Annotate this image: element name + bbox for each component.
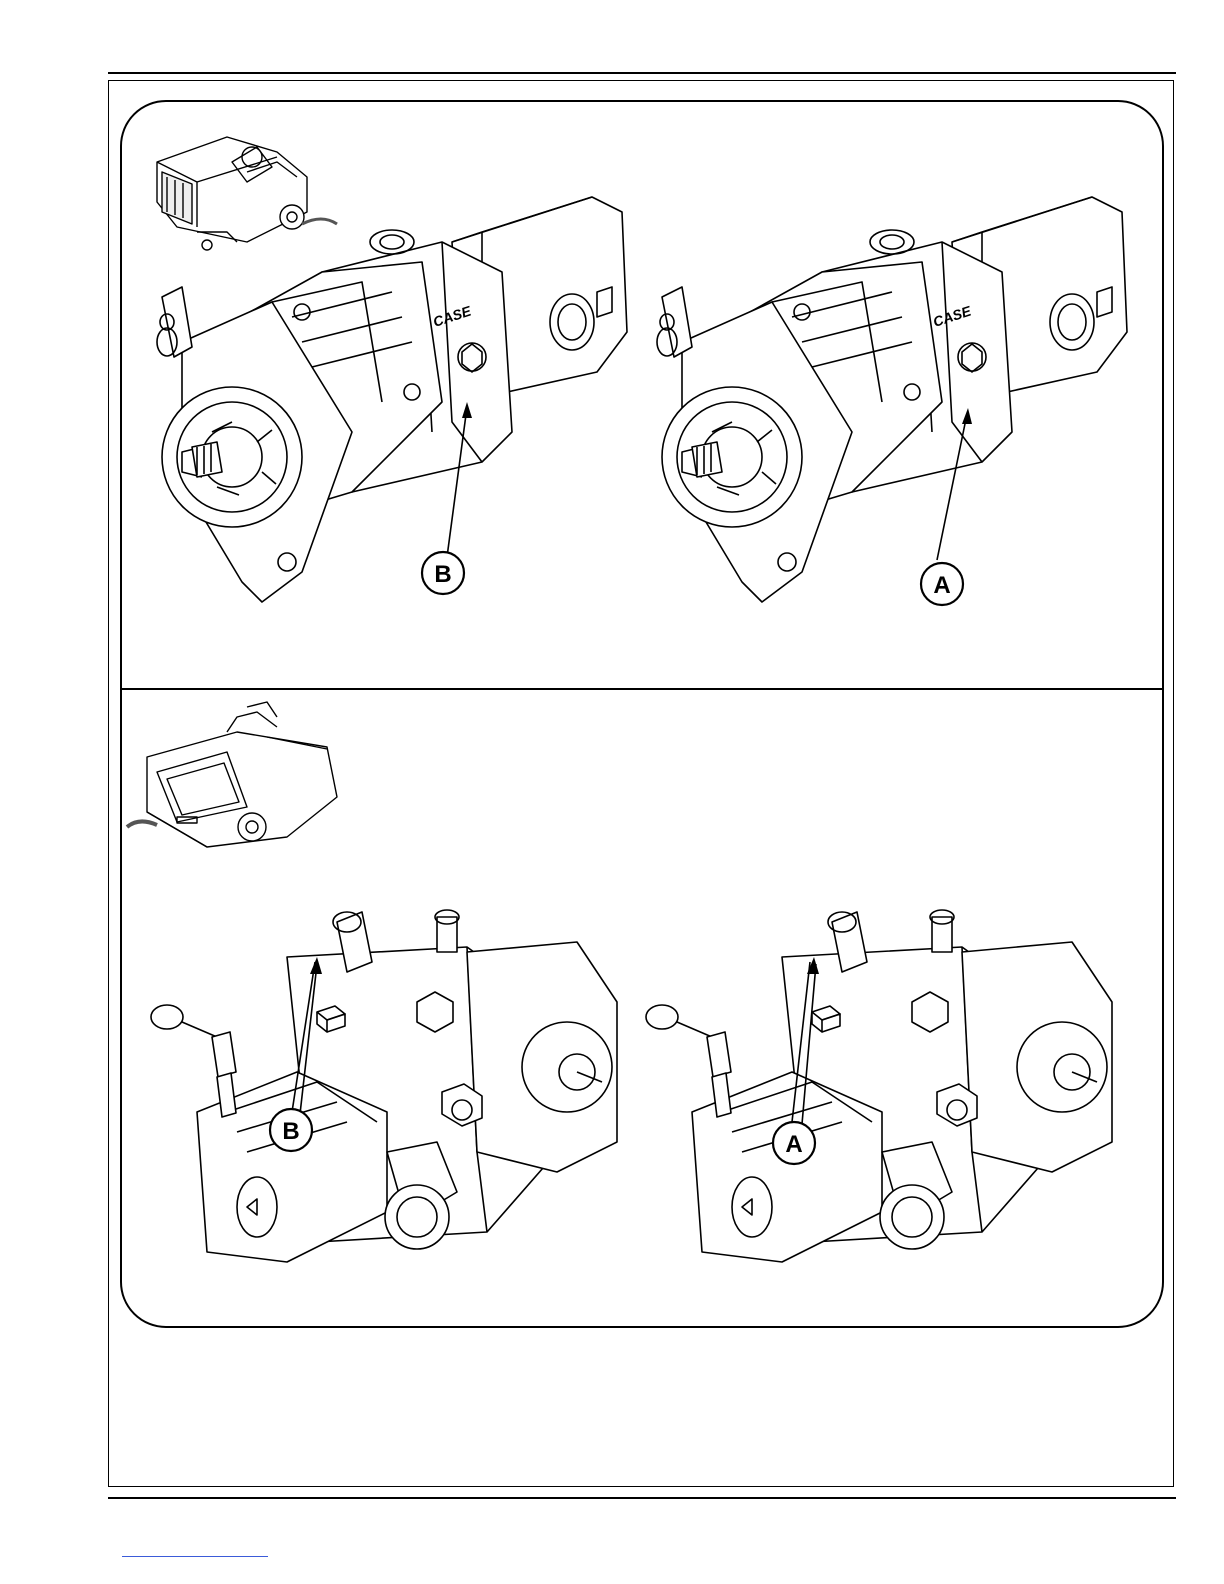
figure-artwork: CASE CASE B A [122, 102, 1164, 1328]
hydraulic-pump-right [657, 197, 1127, 602]
lower-panel: B A [127, 702, 1112, 1262]
gear-pump-right [646, 910, 1112, 1262]
header-rule [108, 72, 1176, 74]
callout-b-lower: B [270, 1109, 312, 1151]
footer-rule [108, 1497, 1176, 1499]
hydraulic-pump-left [157, 197, 627, 602]
callout-a-lower: A [773, 1122, 815, 1164]
callout-a-upper: A [921, 563, 963, 605]
sweeper-machine-rear-icon [157, 137, 337, 250]
footer-link-underline[interactable] [122, 1556, 268, 1557]
upper-panel: CASE CASE B A [157, 137, 1127, 605]
svg-text:A: A [933, 572, 950, 599]
svg-text:B: B [282, 1118, 299, 1145]
svg-text:B: B [434, 561, 451, 588]
sweeper-machine-front-icon [127, 702, 337, 847]
figure-frame: CASE CASE B A [120, 100, 1164, 1328]
callout-b-upper: B [422, 552, 464, 594]
svg-text:A: A [785, 1131, 802, 1158]
gear-pump-left [151, 910, 617, 1262]
